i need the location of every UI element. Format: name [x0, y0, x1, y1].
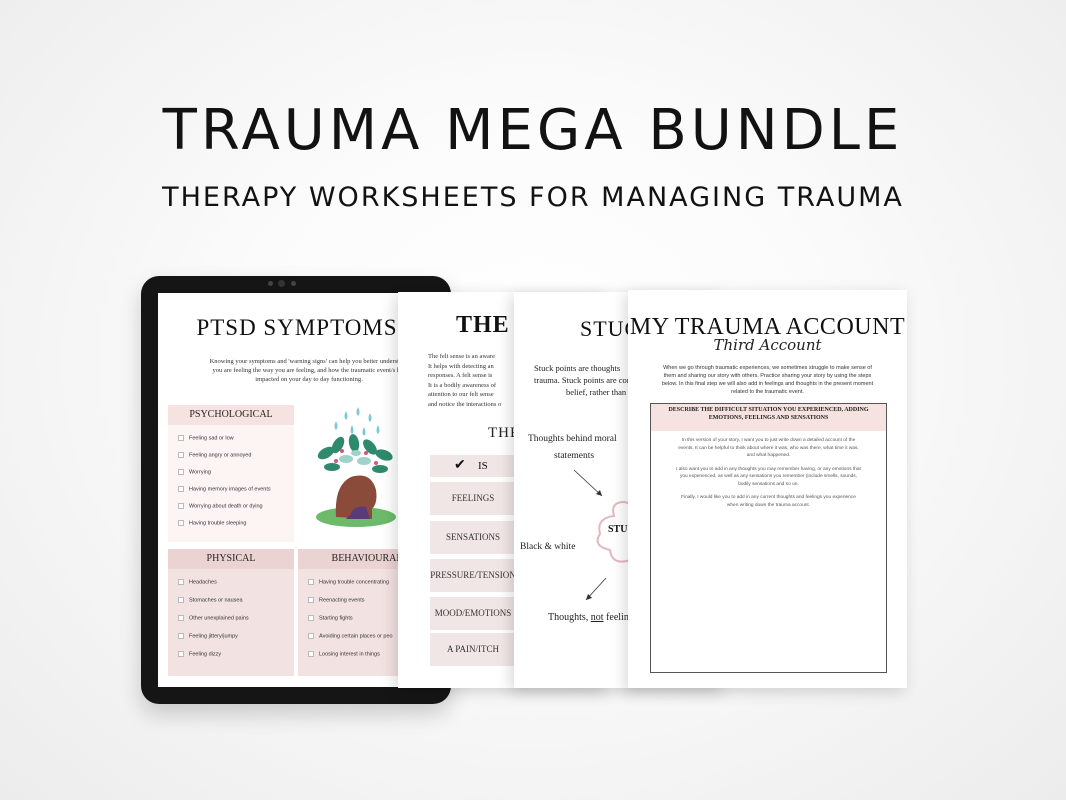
list-item[interactable]: Worrying — [178, 469, 211, 475]
physical-box: PHYSICAL Headaches Stomaches or nausea O… — [168, 549, 294, 676]
checkbox[interactable] — [178, 503, 184, 509]
ptsd-symptoms-page: PTSD SYMPTOMS Knowing your symptoms and … — [158, 293, 436, 687]
ptsd-title: PTSD SYMPTOMS — [196, 315, 398, 340]
trauma-account-script: Third Account — [713, 336, 822, 354]
label-black-white: Black & white — [520, 542, 576, 552]
checkbox[interactable] — [178, 633, 184, 639]
checkbox[interactable] — [308, 615, 314, 621]
list-item[interactable]: Having trouble sleeping — [178, 520, 246, 526]
head-tree-illustration — [316, 407, 396, 527]
felt-sense-pill: PRESSURE/TENSION — [430, 559, 516, 592]
tablet-sensor — [268, 281, 273, 286]
trauma-account-intro: When we go through traumatic experiences… — [661, 365, 874, 395]
list-item[interactable]: Reenacting events — [308, 597, 365, 603]
checkbox[interactable] — [308, 597, 314, 603]
tablet-camera — [278, 280, 285, 287]
checkbox[interactable] — [178, 435, 184, 441]
list-item[interactable]: Feeling angry or annoyed — [178, 452, 251, 458]
list-item[interactable]: Headaches — [178, 579, 217, 585]
checkbox[interactable] — [178, 651, 184, 657]
checkbox[interactable] — [178, 486, 184, 492]
trauma-account-box[interactable]: DESCRIBE THE DIFFICULT SITUATION YOU EXP… — [650, 403, 887, 673]
felt-sense-pill: FEELINGS — [430, 482, 516, 515]
list-item[interactable]: Feeling sad or low — [178, 435, 234, 441]
physical-heading: PHYSICAL — [168, 549, 294, 569]
checkbox[interactable] — [308, 651, 314, 657]
felt-sense-subhead: THE — [488, 425, 521, 441]
list-item[interactable]: Starting fights — [308, 615, 353, 621]
list-item[interactable]: Worrying about death or dying — [178, 503, 263, 509]
checkbox[interactable] — [178, 469, 184, 475]
checkbox[interactable] — [308, 633, 314, 639]
checkbox[interactable] — [308, 579, 314, 585]
psychological-heading: PSYCHOLOGICAL — [168, 405, 294, 425]
label-moral-statements-2: statements — [554, 451, 595, 461]
list-item[interactable]: Having trouble concentrating — [308, 579, 389, 585]
list-item[interactable]: Having memory images of events — [178, 486, 271, 492]
felt-sense-pill: A PAIN/ITCH — [430, 633, 516, 666]
checkbox[interactable] — [178, 597, 184, 603]
checkbox[interactable] — [178, 615, 184, 621]
tablet-sensor-2 — [291, 281, 296, 286]
check-icon: ✔ — [454, 458, 466, 473]
felt-sense-check-label: IS — [478, 460, 488, 472]
felt-sense-pill: MOOD/EMOTIONS — [430, 597, 516, 630]
ptsd-intro: Knowing your symptoms and 'warning signs… — [209, 358, 409, 383]
label-thoughts-not-feelings: Thoughts, not feeling — [548, 612, 634, 623]
stuck-center-label: STUC — [608, 524, 635, 535]
trauma-account-box-heading: DESCRIBE THE DIFFICULT SITUATION YOU EXP… — [651, 404, 886, 431]
list-item[interactable]: Other unexplained pains — [178, 615, 249, 621]
felt-sense-pill: SENSATIONS — [430, 521, 516, 554]
list-item[interactable]: Stomaches or nausea — [178, 597, 243, 603]
list-item[interactable]: Feeling jittery/jumpy — [178, 633, 238, 639]
checkbox[interactable] — [178, 452, 184, 458]
list-item[interactable]: Feeling dizzy — [178, 651, 221, 657]
list-item[interactable]: Loosing interest in things — [308, 651, 380, 657]
psychological-box: PSYCHOLOGICAL Feeling sad or low Feeling… — [168, 405, 294, 542]
list-item[interactable]: Avoiding certain places or peo — [308, 633, 393, 639]
bundle-subtitle: THERAPY WORKSHEETS FOR MANAGING TRAUMA — [162, 182, 904, 213]
checkbox[interactable] — [178, 520, 184, 526]
bundle-title: TRAUMA MEGA BUNDLE — [162, 98, 904, 163]
label-moral-statements: Thoughts behind moral — [528, 434, 617, 444]
trauma-account-instructions: In this version of your story, I want yo… — [676, 438, 861, 508]
checkbox[interactable] — [178, 579, 184, 585]
trauma-account-page: MY TRAUMA ACCOUNT Third Account When we … — [628, 290, 907, 688]
trauma-account-title: MY TRAUMA ACCOUNT — [629, 314, 906, 340]
